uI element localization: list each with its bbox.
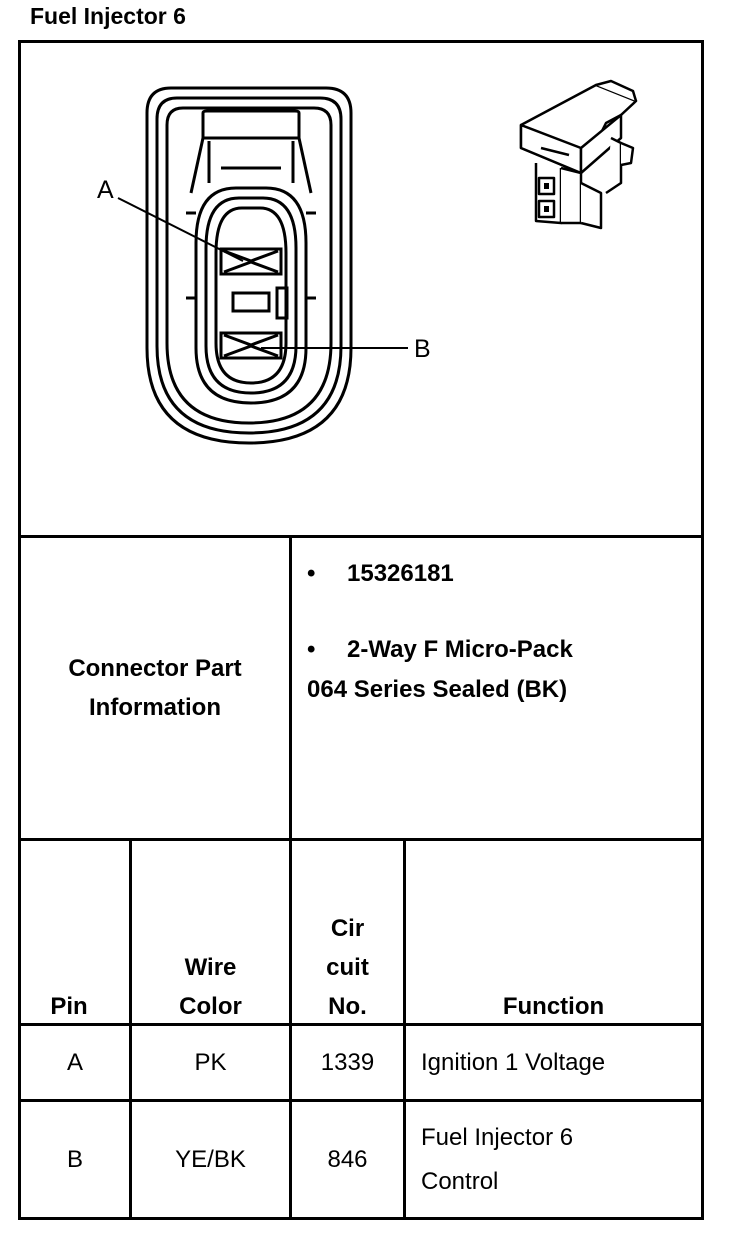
connector-part-label-line: Information — [89, 694, 221, 721]
diagram-area: A B — [21, 43, 701, 535]
divider — [289, 538, 292, 838]
header-pin: Pin — [21, 841, 129, 1026]
table-row-pin: A — [66, 1048, 83, 1076]
part-description-line: 064 Series Sealed (BK) — [307, 676, 568, 703]
divider — [289, 841, 292, 1217]
header-pin-line: Pin — [50, 993, 88, 1020]
pin-label-a: A — [97, 176, 114, 204]
header-wire-color-line: Wire — [184, 954, 237, 981]
divider — [21, 535, 701, 538]
connector-part-label: Connector Part Information — [21, 538, 289, 838]
header-function: Function — [406, 841, 701, 1026]
header-wire-color-line: Color — [179, 993, 242, 1020]
table-row-pin: B — [66, 1145, 83, 1173]
table-row-wire-color: PK — [194, 1048, 227, 1076]
header-circuit-number: Cir cuit No. — [292, 841, 403, 1026]
connector-frame: A B Connector Part Information • 1532618… — [18, 40, 704, 1220]
bullet-icon: • — [307, 636, 316, 663]
divider — [21, 838, 701, 841]
divider — [21, 1099, 701, 1102]
divider — [129, 841, 132, 1217]
header-circuit-line: No. — [328, 993, 367, 1020]
header-circuit-line: cuit — [326, 954, 369, 981]
table-row-circuit: 846 — [327, 1145, 368, 1173]
part-description-line: 2-Way F Micro-Pack — [347, 636, 573, 663]
header-wire-color: Wire Color — [132, 841, 289, 1026]
table-row-circuit: 1339 — [320, 1048, 375, 1076]
table-row-function: Fuel Injector 6 Control — [421, 1102, 701, 1217]
bullet-icon: • — [307, 560, 316, 587]
function-line: Control — [421, 1167, 499, 1195]
connector-face-view-icon — [117, 86, 408, 445]
header-circuit-line: Cir — [330, 915, 365, 942]
table-row-wire-color: YE/BK — [175, 1145, 246, 1173]
connector-part-details: • 15326181 • 2-Way F Micro-Pack 064 Seri… — [293, 538, 701, 838]
header-function-line: Function — [502, 993, 605, 1020]
pin-label-b: B — [414, 335, 431, 363]
function-line: Fuel Injector 6 — [421, 1123, 574, 1151]
page-title: Fuel Injector 6 — [30, 3, 186, 29]
part-number: 15326181 — [347, 560, 454, 587]
divider — [403, 841, 406, 1217]
divider — [21, 1023, 701, 1026]
connector-part-label-line: Connector Part — [68, 655, 242, 682]
table-row-function: Ignition 1 Voltage — [421, 1048, 606, 1076]
